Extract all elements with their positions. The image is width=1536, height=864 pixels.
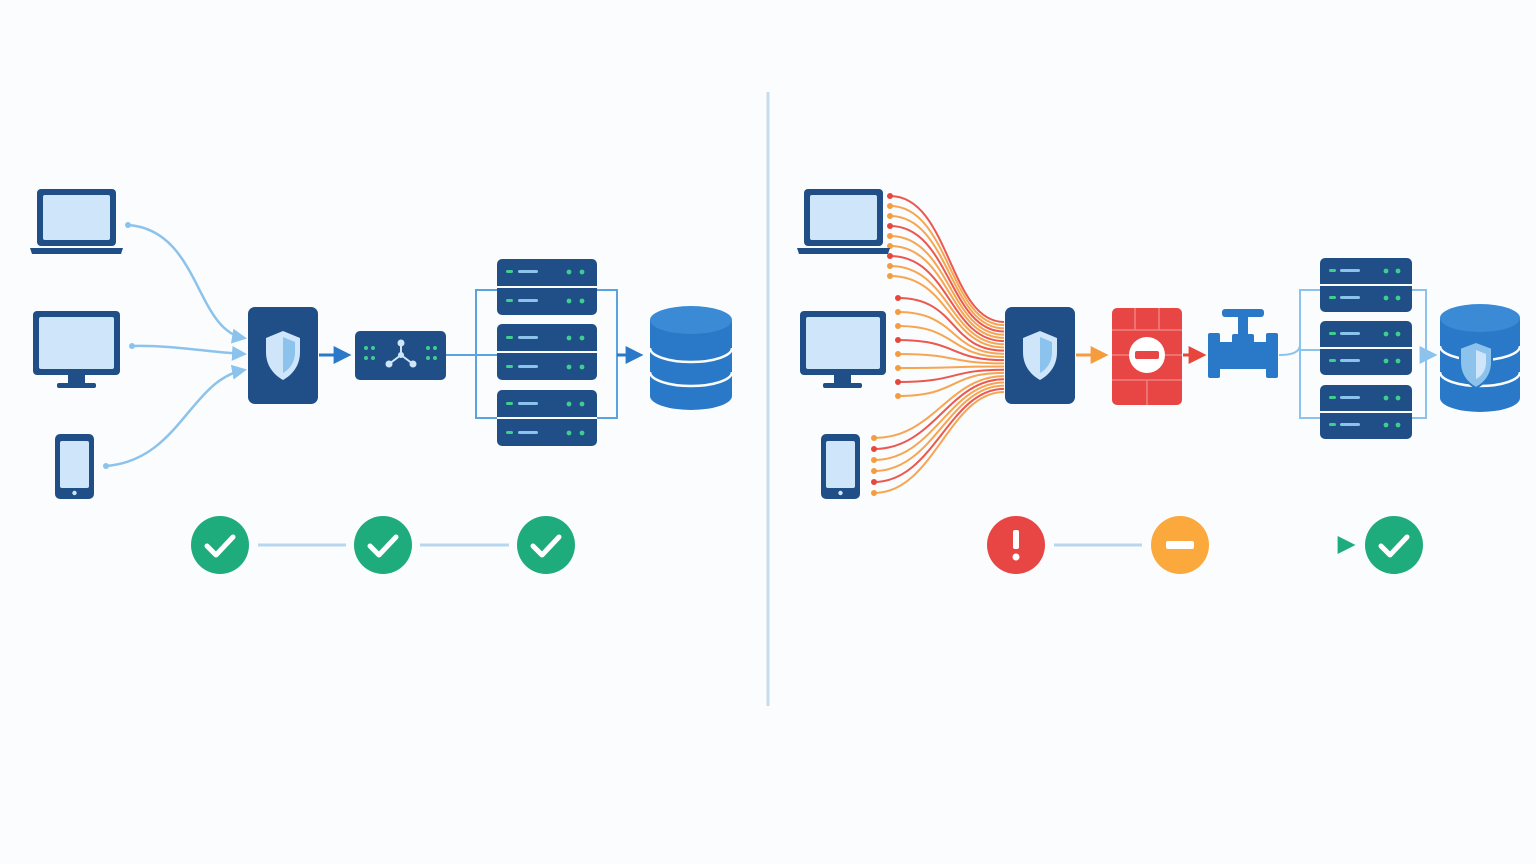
attack-flow-line: [897, 325, 1005, 358]
attack-flow-line: [897, 339, 1005, 362]
attack-flow-line: [873, 384, 1005, 472]
secured-database-icon: [1438, 304, 1522, 412]
valve-icon: [1208, 309, 1278, 378]
attack-source-dot: [895, 365, 901, 371]
attack-source-dot: [887, 223, 893, 229]
attack-flow-line: [873, 375, 1005, 439]
attack-flow-line: [889, 225, 1005, 333]
attack-flow-line: [897, 371, 1005, 397]
monitor-icon: [33, 311, 120, 388]
attack-flow-line: [889, 195, 1005, 323]
attack-source-dot: [887, 203, 893, 209]
attack-flow-line: [897, 297, 1005, 352]
laptop-icon: [797, 189, 890, 254]
attack-flow-line: [889, 245, 1005, 339]
attack-source-dot: [887, 263, 893, 269]
attack-source-dot: [871, 490, 877, 496]
attack-flow-line: [873, 381, 1005, 461]
attack-source-dot: [895, 379, 901, 385]
check-icon: [517, 516, 575, 574]
check-icon: [191, 516, 249, 574]
check-icon: [1365, 516, 1423, 574]
attack-flow-line: [897, 365, 1005, 369]
attack-source-dot: [887, 253, 893, 259]
attack-source-dot: [895, 309, 901, 315]
right-panel: [797, 189, 1522, 574]
attack-flow-line: [889, 265, 1005, 346]
attack-flow-line: [897, 311, 1005, 355]
attack-flow-line: [873, 391, 1005, 494]
attack-flow-line: [873, 387, 1005, 483]
attack-flow-line: [889, 255, 1005, 343]
right-status-chain: [987, 516, 1423, 574]
attack-source-dot: [895, 393, 901, 399]
blocked-firewall-icon: [1112, 308, 1182, 405]
phone-icon: [821, 434, 860, 499]
attack-flow-line: [889, 215, 1005, 330]
attack-source-dot: [895, 351, 901, 357]
attack-flow-line: [873, 378, 1005, 450]
attack-source-dot: [895, 295, 901, 301]
check-icon: [354, 516, 412, 574]
attack-flow-line: [889, 275, 1005, 349]
attack-source-dot: [895, 337, 901, 343]
load-balancer-icon: [355, 331, 446, 380]
left-status-chain: [191, 516, 575, 574]
laptop-icon: [30, 189, 123, 254]
attack-flow-line: [889, 205, 1005, 327]
attack-source-dot: [871, 446, 877, 452]
server-rack-icon: [497, 259, 597, 446]
attack-source-dot: [871, 468, 877, 474]
server-rack-icon: [1320, 258, 1412, 439]
attack-flow-line: [897, 368, 1005, 383]
attack-source-dot: [887, 193, 893, 199]
phone-icon: [55, 434, 94, 499]
shield-icon: [1005, 307, 1075, 404]
attack-source-dot: [895, 323, 901, 329]
attack-source-dot: [887, 233, 893, 239]
attack-source-dot: [887, 243, 893, 249]
blocked-icon: [1151, 516, 1209, 574]
attack-source-dot: [887, 213, 893, 219]
alert-icon: [987, 516, 1045, 574]
attack-flow-line: [897, 353, 1005, 365]
attack-source-dot: [871, 435, 877, 441]
attack-flow-line: [889, 235, 1005, 336]
monitor-icon: [800, 311, 886, 388]
client-flows: [105, 223, 247, 468]
shield-icon: [248, 307, 318, 404]
attack-flows: [871, 193, 1005, 496]
database-icon: [648, 306, 734, 410]
left-panel: [30, 189, 734, 574]
attack-source-dot: [871, 479, 877, 485]
attack-source-dot: [871, 457, 877, 463]
attack-source-dot: [887, 273, 893, 279]
